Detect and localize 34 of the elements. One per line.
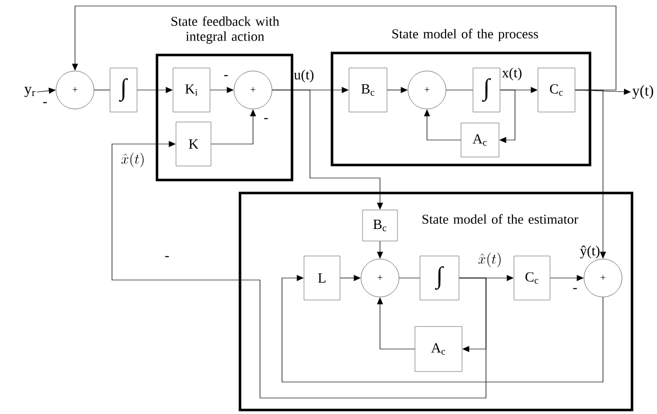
gain-block: K [176, 122, 212, 166]
signal-label: u(t) [294, 70, 314, 82]
signal-label: y(t) [632, 85, 654, 99]
gain-block: B$_{c}$ [348, 68, 388, 112]
integrator-block: ∫ [110, 68, 138, 112]
signal-label: - [224, 75, 228, 76]
signal-arrow [282, 274, 604, 382]
gain-block: A$_{c}$ [460, 122, 500, 158]
gain-block: C$_{c}$ [538, 68, 576, 112]
signal-label: $\hat{x}(t)$ [121, 152, 144, 168]
summing-junction: + [360, 258, 400, 298]
gain-block: A$_{c}$ [414, 326, 462, 372]
signal-label: - [43, 102, 47, 104]
integrator-block: ∫ [472, 68, 500, 112]
frame-heading: State model of the process [392, 28, 538, 42]
summing-junction: + [56, 70, 94, 110]
signal-label: - [165, 256, 169, 258]
signal-label: x(t) [502, 68, 522, 80]
signal-label: - [264, 118, 268, 120]
integrator-block: ∫ [420, 256, 460, 300]
signal-label: y$_{r}$ [24, 86, 36, 98]
gain-block: B$_{c}$ [362, 210, 398, 242]
signal-label: $\hat{x}(t)$ [478, 252, 501, 268]
summing-junction: + [408, 70, 446, 110]
frame-heading: State model of the estimator [422, 214, 578, 224]
gain-block: C$_{c}$ [514, 256, 550, 300]
summing-junction: + [234, 70, 272, 110]
gain-block: K$_{i}$ [172, 68, 210, 112]
summing-junction: + [584, 258, 622, 298]
signal-label: ŷ(t) [580, 246, 600, 258]
signal-arrow [112, 140, 486, 398]
frame-heading: State feedback with integral action [172, 16, 280, 44]
signal-label: - [573, 288, 577, 290]
gain-block: L [304, 256, 340, 300]
